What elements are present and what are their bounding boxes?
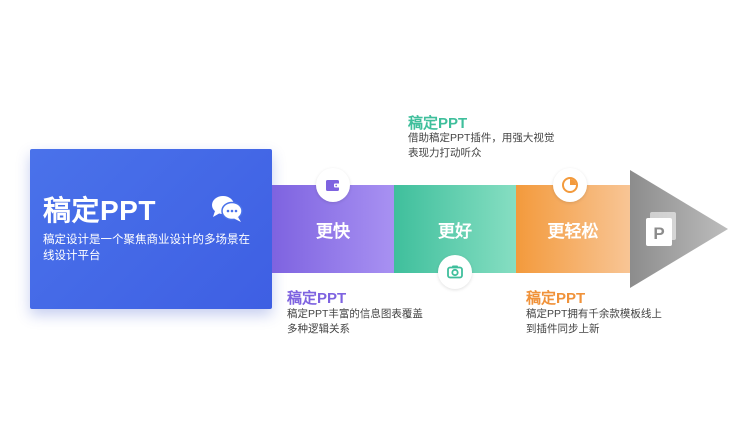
pie-chart-icon bbox=[562, 177, 578, 193]
note-faster-body: 稿定PPT丰富的信息图表覆盖多种逻辑关系 bbox=[287, 308, 423, 335]
powerpoint-logo-icon: P bbox=[646, 212, 676, 246]
wallet-icon-badge bbox=[316, 168, 350, 202]
arrow-head: P bbox=[630, 170, 728, 288]
pie-chart-icon-badge bbox=[553, 168, 587, 202]
step-better-label: 更好 bbox=[438, 221, 472, 241]
note-better-title: 稿定PPT bbox=[408, 115, 468, 132]
svg-text:P: P bbox=[653, 224, 664, 243]
step-easier: 更轻松 bbox=[516, 185, 630, 273]
camera-icon-badge bbox=[438, 255, 472, 289]
brand-title: 稿定PPT bbox=[43, 195, 156, 226]
chat-bubbles-icon bbox=[212, 196, 243, 222]
brand-description: 稿定设计是一个聚焦商业设计的多场景在线设计平台 bbox=[43, 234, 250, 262]
note-faster-title: 稿定PPT bbox=[287, 290, 347, 307]
brand-card: 稿定PPT 稿定设计是一个聚焦商业设计的多场景在线设计平台 bbox=[30, 149, 272, 309]
wallet-icon bbox=[326, 180, 340, 191]
note-easier-title: 稿定PPT bbox=[526, 290, 586, 307]
note-easier-body: 稿定PPT拥有千余款模板线上到插件同步上新 bbox=[526, 308, 662, 335]
step-easier-label: 更轻松 bbox=[547, 221, 599, 241]
note-better-body: 借助稿定PPT插件，用强大视觉表现力打动听众 bbox=[408, 132, 555, 159]
camera-icon bbox=[447, 265, 463, 279]
step-faster-label: 更快 bbox=[316, 221, 350, 241]
